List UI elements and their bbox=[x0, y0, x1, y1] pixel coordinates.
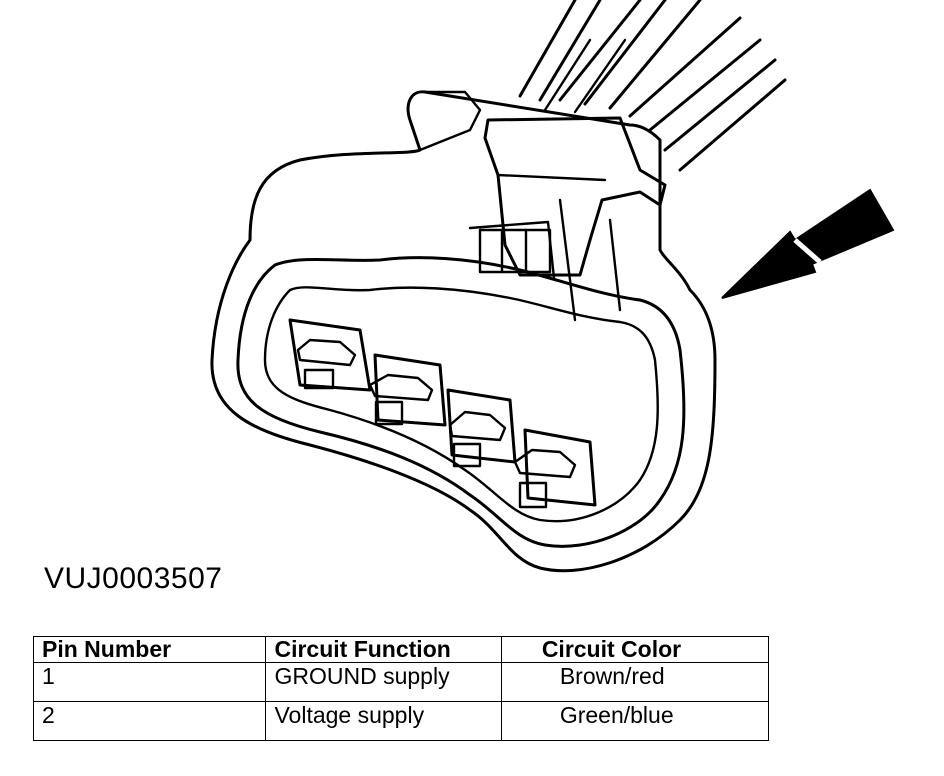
table-row: 2 Voltage supply Green/blue bbox=[32, 701, 770, 741]
connector-diagram bbox=[210, 0, 895, 573]
circuit-color-cell: Green/blue bbox=[500, 701, 770, 741]
terminal-cavities bbox=[288, 318, 597, 509]
header-circuit-function: Circuit Function bbox=[265, 636, 502, 663]
figure-reference-code: VUJ0003507 bbox=[44, 562, 223, 595]
wire-bundle bbox=[518, 0, 787, 172]
table-header-row: Pin Number Circuit Function Circuit Colo… bbox=[32, 636, 770, 663]
circuit-function-cell: Voltage supply bbox=[265, 701, 502, 741]
terminal-cavity-1 bbox=[288, 318, 372, 392]
pin-number-cell: 2 bbox=[32, 701, 267, 741]
header-pin-number: Pin Number bbox=[32, 636, 267, 663]
circuit-function-cell: GROUND supply bbox=[265, 662, 502, 702]
connector-housing bbox=[210, 90, 717, 573]
table-row: 1 GROUND supply Brown/red bbox=[32, 662, 770, 702]
arrow-pointer-icon bbox=[721, 188, 895, 299]
header-circuit-color: Circuit Color bbox=[500, 636, 770, 663]
circuit-color-cell: Brown/red bbox=[500, 662, 770, 702]
pin-table: Pin Number Circuit Function Circuit Colo… bbox=[32, 636, 770, 741]
terminal-cavity-4 bbox=[513, 428, 597, 509]
terminal-cavity-2 bbox=[368, 353, 447, 427]
pin-number-cell: 1 bbox=[32, 662, 267, 702]
terminal-cavity-3 bbox=[446, 388, 517, 468]
